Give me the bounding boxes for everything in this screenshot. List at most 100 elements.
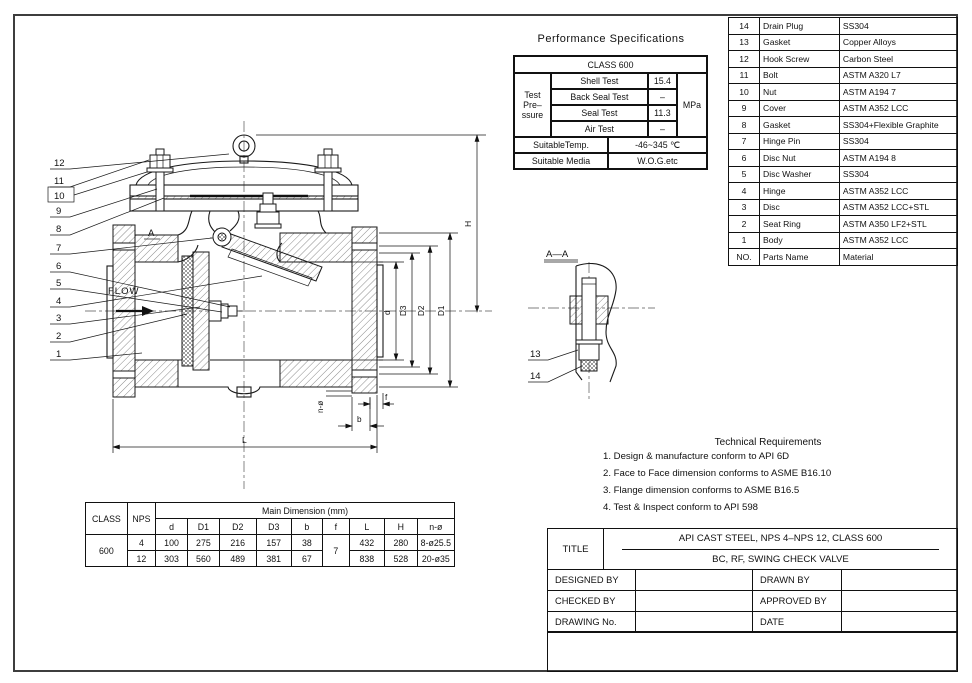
dim-D1: D1 xyxy=(437,305,446,316)
balloon-11: 11 xyxy=(54,176,64,187)
table-row: 12 303 560 489 381 67 838 528 20-ø35 xyxy=(86,550,456,567)
dim-L: L xyxy=(242,435,247,445)
approved-by-value xyxy=(842,591,957,611)
designed-by-value xyxy=(636,570,753,590)
drawn-by-value xyxy=(842,570,957,590)
table-row: CLASS NPS Main Dimension (mm) xyxy=(85,502,455,535)
balloon-5: 5 xyxy=(56,278,61,289)
balloon-6: 6 xyxy=(56,261,61,272)
spec-media-label: Suitable Media xyxy=(514,153,609,169)
spec-unit: MPa xyxy=(676,73,707,137)
title-label: TITLE xyxy=(548,529,604,569)
part-balloons: 12 11 10 9 8 7 6 5 4 3 2 1 xyxy=(47,153,263,361)
dim-f: f xyxy=(385,393,388,402)
drain-boss xyxy=(236,386,252,398)
spec-test-value: – xyxy=(647,89,677,105)
spec-test-name: Back Seal Test xyxy=(550,89,648,105)
spec-media-value: W.O.G.etc xyxy=(608,153,707,169)
title-block: TITLE API CAST STEEL, NPS 4–NPS 12, CLAS… xyxy=(547,528,958,672)
balloon-3: 3 xyxy=(56,313,61,324)
hinge-nut-stack xyxy=(254,192,282,229)
performance-specs-title: Performance Specifications xyxy=(537,33,685,45)
eye-bolt xyxy=(232,134,256,164)
section-drain-plug xyxy=(578,343,600,361)
dim-d: d xyxy=(383,310,392,315)
seat-ring xyxy=(181,255,194,367)
technical-requirement-item: 4. Test & Inspect conform to API 598 xyxy=(603,502,759,513)
balloon-8: 8 xyxy=(56,224,61,235)
disc-nut-stack xyxy=(208,300,243,322)
main-dimension-table: CLASS NPS Main Dimension (mm) d D1 D2 D3… xyxy=(85,502,456,567)
sheet-border xyxy=(13,14,958,672)
dim-D2: D2 xyxy=(417,305,426,316)
drawing-title-line1: API CAST STEEL, NPS 4–NPS 12, CLASS 600 xyxy=(678,533,883,545)
balloon-12: 12 xyxy=(54,158,65,169)
balloon-1: 1 xyxy=(56,349,61,360)
drawing-no-label: DRAWING No. xyxy=(548,612,636,631)
checked-by-label: CHECKED BY xyxy=(548,591,636,611)
technical-requirements-title: Technical Requirements xyxy=(714,437,822,448)
section-a-a-detail: A—A 13 14 xyxy=(528,249,655,402)
spec-test-name: Air Test xyxy=(550,121,648,137)
date-label: DATE xyxy=(753,612,842,631)
balloon-9: 9 xyxy=(56,206,61,217)
dim-b: b xyxy=(357,415,362,424)
designed-by-label: DESIGNED BY xyxy=(548,570,636,590)
balloon-10: 10 xyxy=(54,191,65,202)
drawing-title-line2: BC, RF, SWING CHECK VALVE xyxy=(712,553,849,565)
dimension-lines: H D1 D2 D3 d L b f n-ø xyxy=(112,134,486,453)
spec-class-cell: CLASS 600 xyxy=(514,56,707,73)
drawing-no-value xyxy=(636,612,753,631)
title-separator xyxy=(622,548,939,550)
technical-requirement-item: 2. Face to Face dimension conforms to AS… xyxy=(603,468,832,479)
spec-test-value: – xyxy=(647,121,677,137)
flow-label: FLOW xyxy=(108,286,139,297)
cover-bolt-right xyxy=(314,148,342,212)
date-value xyxy=(842,612,957,631)
section-mark-a-left: A xyxy=(148,228,155,239)
balloon-7: 7 xyxy=(56,243,61,254)
spec-test-value: 11.3 xyxy=(647,105,677,121)
approved-by-label: APPROVED BY xyxy=(753,591,842,611)
dim-n-holes: n-ø xyxy=(316,401,325,413)
section-hinge-pin xyxy=(581,277,597,351)
spec-test-name: Shell Test xyxy=(550,73,648,89)
balloon-2: 2 xyxy=(56,331,61,342)
drawn-by-label: DRAWN BY xyxy=(753,570,842,590)
spec-temp-label: SuitableTemp. xyxy=(514,137,609,153)
technical-requirement-item: 1. Design & manufacture conform to API 6… xyxy=(603,451,790,462)
table-row: d D1 D2 D3 b f L H n-ø xyxy=(86,518,456,535)
spec-temp-value: -46~345 ℃ xyxy=(608,137,707,153)
valve-cross-section-drawing: A A xyxy=(47,121,492,489)
table-row: 600 4 100 275 216 157 38 7 432 280 8-ø25… xyxy=(85,534,456,567)
spec-test-value: 15.4 xyxy=(647,73,677,89)
dim-D3: D3 xyxy=(399,305,408,316)
balloon-14: 14 xyxy=(530,371,541,382)
section-a-a-title: A—A xyxy=(546,249,569,260)
section-body-outline xyxy=(569,262,617,383)
cover-bolt-left xyxy=(146,148,174,212)
checked-by-value xyxy=(636,591,753,611)
section-gasket xyxy=(575,339,603,345)
hinge-assembly xyxy=(208,192,323,287)
technical-requirement-item: 3. Flange dimension conforms to ASME B16… xyxy=(603,485,800,496)
dim-H: H xyxy=(463,221,473,227)
